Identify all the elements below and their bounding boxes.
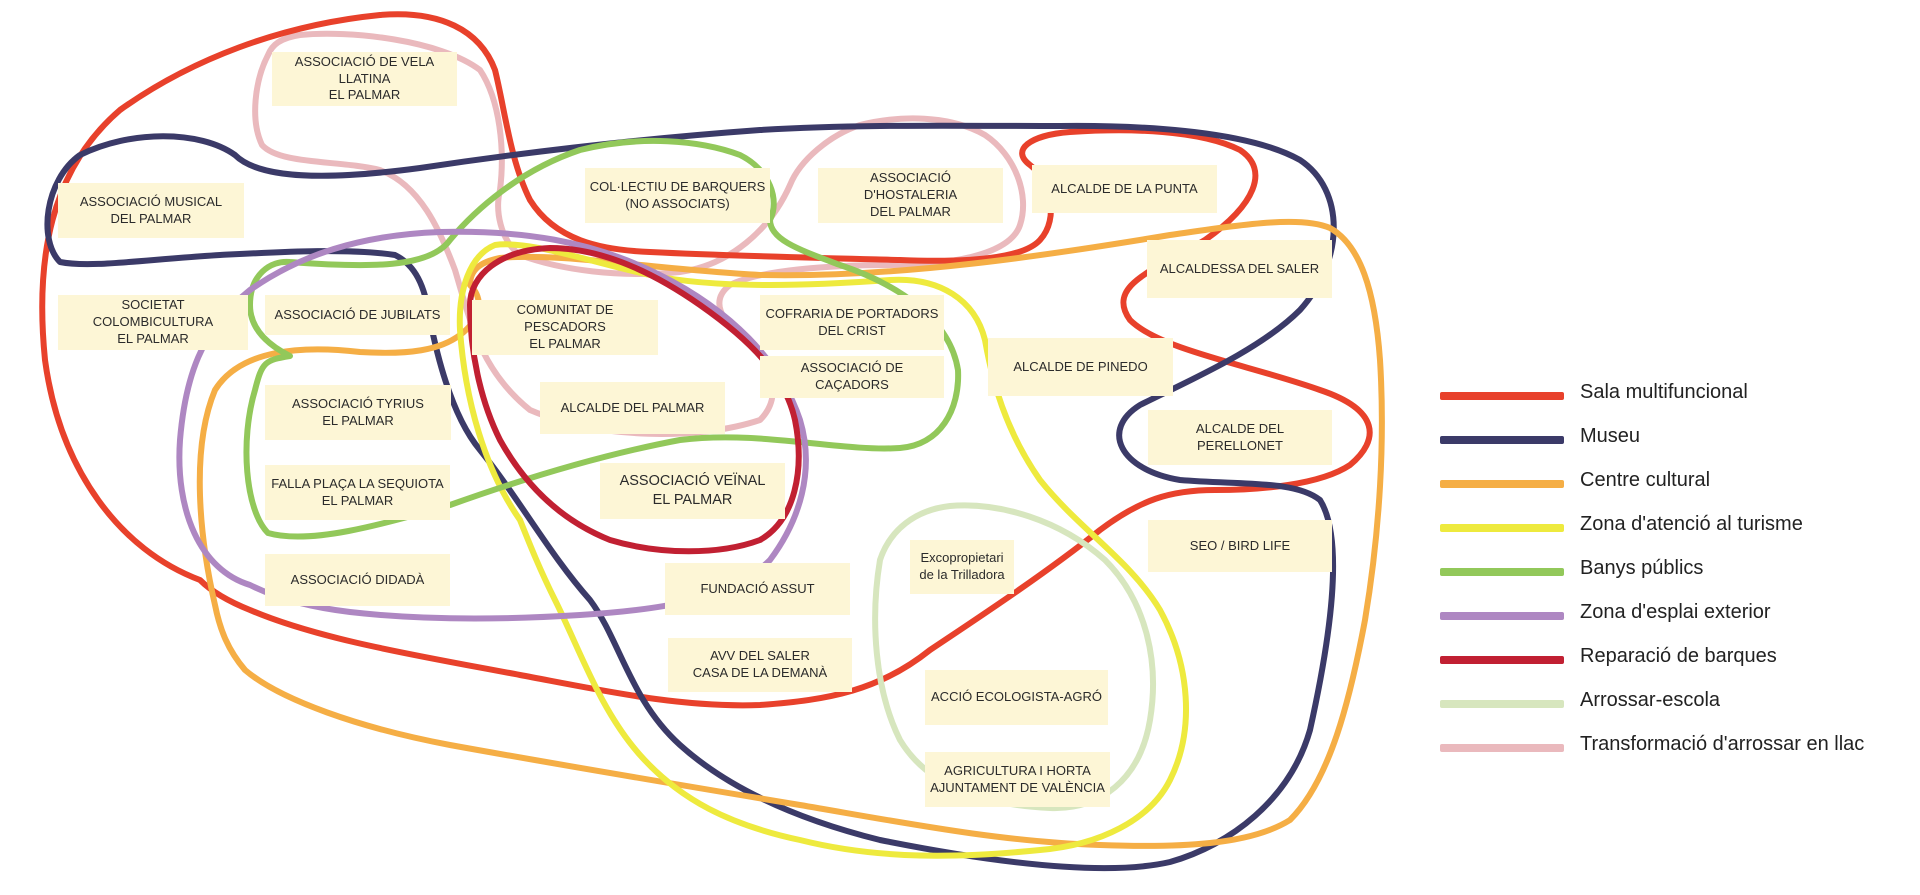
legend-item-sala-multifuncional: Sala multifuncional xyxy=(1440,375,1910,419)
legend-item-centre-cultural: Centre cultural xyxy=(1440,463,1910,507)
legend: Sala multifuncional Museu Centre cultura… xyxy=(1440,375,1910,771)
legend-label: Banys públics xyxy=(1580,557,1704,579)
legend-label: Museu xyxy=(1580,425,1641,447)
org-box-hostaleria: ASSOCIACIÓ D'HOSTALERIA DEL PALMAR xyxy=(818,168,1003,223)
legend-label: Arrossar-escola xyxy=(1580,689,1721,711)
legend-label: Zona d'esplai exterior xyxy=(1580,601,1771,623)
legend-swatch xyxy=(1440,436,1564,444)
legend-label: Sala multifuncional xyxy=(1580,381,1748,403)
legend-swatch xyxy=(1440,524,1564,532)
legend-swatch xyxy=(1440,744,1564,752)
org-box-alcalde-perellonet: ALCALDE DEL PERELLONET xyxy=(1148,410,1332,465)
legend-label: Reparació de barques xyxy=(1580,645,1777,667)
org-box-barquers: COL·LECTIU DE BARQUERS (NO ASSOCIATS) xyxy=(585,168,770,223)
org-box-avv-saler: AVV DEL SALER CASA DE LA DEMANÀ xyxy=(668,638,852,692)
org-box-alcalde-punta: ALCALDE DE LA PUNTA xyxy=(1032,165,1217,213)
loop-zona-esplai xyxy=(176,228,809,622)
legend-swatch xyxy=(1440,656,1564,664)
org-box-assut: FUNDACIÓ ASSUT xyxy=(665,563,850,615)
org-box-seo: SEO / BIRD LIFE xyxy=(1148,520,1332,572)
legend-item-museu: Museu xyxy=(1440,419,1910,463)
legend-swatch xyxy=(1440,700,1564,708)
org-box-alcalde-palmar: ALCALDE DEL PALMAR xyxy=(540,382,725,434)
legend-swatch xyxy=(1440,392,1564,400)
loop-reparacio-barques xyxy=(467,245,802,555)
legend-item-arrossar-escola: Arrossar-escola xyxy=(1440,683,1910,727)
org-box-alcaldessa-saler: ALCALDESSA DEL SALER xyxy=(1147,240,1332,298)
legend-item-zona-esplai: Zona d'esplai exterior xyxy=(1440,595,1910,639)
legend-item-banys-publics: Banys públics xyxy=(1440,551,1910,595)
org-box-colombicultura: SOCIETAT COLOMBICULTURA EL PALMAR xyxy=(58,295,248,350)
legend-swatch xyxy=(1440,480,1564,488)
legend-label: Zona d'atenció al turisme xyxy=(1580,513,1803,535)
org-box-veinal: ASSOCIACIÓ VEÏNAL EL PALMAR xyxy=(600,463,785,519)
legend-item-zona-turisme: Zona d'atenció al turisme xyxy=(1440,507,1910,551)
org-box-jubilats: ASSOCIACIÓ DE JUBILATS xyxy=(265,295,450,335)
org-box-portadors: COFRARIA DE PORTADORS DEL CRIST xyxy=(760,295,944,350)
loop-zona-turisme xyxy=(456,241,1190,859)
loop-arrossar-escola xyxy=(872,502,1156,812)
legend-swatch xyxy=(1440,568,1564,576)
org-box-falla: FALLA PLAÇA LA SEQUIOTA EL PALMAR xyxy=(265,465,450,520)
org-box-didada: ASSOCIACIÓ DIDADÀ xyxy=(265,554,450,606)
loop-sala-multifuncional xyxy=(39,11,1373,709)
loop-centre-cultural xyxy=(196,218,1385,849)
org-box-vela-llatina: ASSOCIACIÓ DE VELA LLATINA EL PALMAR xyxy=(272,52,457,106)
org-box-horta: AGRICULTURA I HORTA AJUNTAMENT DE VALÈNC… xyxy=(925,752,1110,807)
org-box-musical: ASSOCIACIÓ MUSICAL DEL PALMAR xyxy=(58,183,244,238)
loop-museu xyxy=(44,122,1337,872)
legend-swatch xyxy=(1440,612,1564,620)
org-box-pescadors: COMUNITAT DE PESCADORS EL PALMAR xyxy=(472,300,658,355)
legend-item-transformacio-arrossar: Transformació d'arrossar en llac xyxy=(1440,727,1910,771)
org-box-agro: ACCIÓ ECOLOGISTA-AGRÓ xyxy=(925,670,1108,725)
legend-item-reparacio-barques: Reparació de barques xyxy=(1440,639,1910,683)
org-box-alcalde-pinedo: ALCALDE DE PINEDO xyxy=(988,338,1173,396)
org-box-tyrius: ASSOCIACIÓ TYRIUS EL PALMAR xyxy=(265,385,451,440)
legend-label: Centre cultural xyxy=(1580,469,1711,491)
legend-label: Transformació d'arrossar en llac xyxy=(1580,733,1865,755)
org-box-trilladora: Excopropietari de la Trilladora xyxy=(910,540,1014,594)
org-box-cacadors: ASSOCIACIÓ DE CAÇADORS xyxy=(760,356,944,398)
